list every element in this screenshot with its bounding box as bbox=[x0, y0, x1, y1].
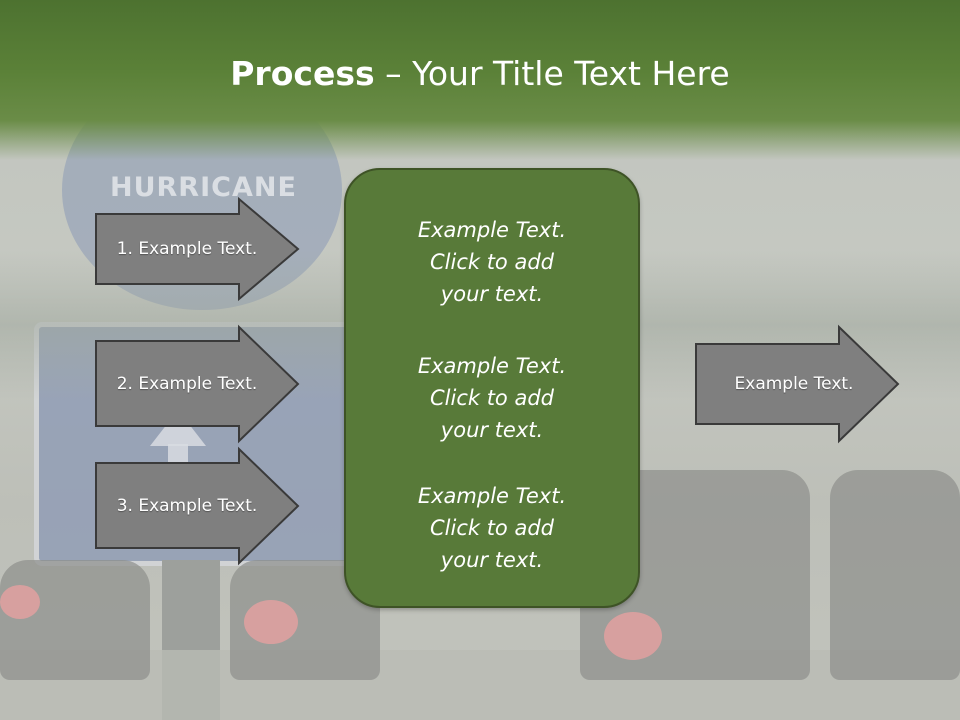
slide-title-bold: Process bbox=[230, 54, 375, 93]
slide-title[interactable]: Process – Your Title Text Here bbox=[0, 52, 960, 96]
panel-block-2-line3: your text. bbox=[440, 418, 544, 442]
background-tail-light bbox=[0, 585, 40, 619]
panel-block-1-line1: Example Text. bbox=[417, 218, 567, 242]
left-arrow-3[interactable]: 3. Example Text. bbox=[95, 446, 300, 566]
panel-block-3: Example Text. Click to add your text. bbox=[346, 480, 638, 576]
panel-block-3-line1: Example Text. bbox=[417, 484, 567, 508]
panel-block-1-line2: Click to add bbox=[429, 250, 554, 274]
left-arrow-3-label: 3. Example Text. bbox=[116, 496, 258, 516]
background-tail-light bbox=[244, 600, 298, 644]
panel-block-2: Example Text. Click to add your text. bbox=[346, 350, 638, 446]
right-arrow[interactable]: Example Text. bbox=[695, 324, 900, 444]
panel-block-2-line2: Click to add bbox=[429, 386, 554, 410]
background-car bbox=[830, 470, 960, 680]
left-arrow-3-shape bbox=[95, 446, 300, 566]
right-arrow-shape bbox=[695, 324, 900, 444]
left-arrow-2-shape bbox=[95, 324, 300, 444]
title-band bbox=[0, 0, 960, 160]
left-arrow-2-label: 2. Example Text. bbox=[116, 374, 258, 394]
background-car bbox=[0, 560, 150, 680]
left-arrow-1-shape bbox=[95, 196, 300, 302]
panel-block-3-line3: your text. bbox=[440, 548, 544, 572]
slide-title-rest: – Your Title Text Here bbox=[374, 54, 730, 93]
panel-block-3-line2: Click to add bbox=[429, 516, 554, 540]
left-arrow-1[interactable]: 1. Example Text. bbox=[95, 196, 300, 302]
background-tail-light bbox=[604, 612, 662, 660]
center-panel[interactable]: Example Text. Click to add your text. Ex… bbox=[344, 168, 640, 608]
panel-block-2-line1: Example Text. bbox=[417, 354, 567, 378]
panel-block-1-line3: your text. bbox=[440, 282, 544, 306]
right-arrow-label: Example Text. bbox=[734, 374, 854, 394]
left-arrow-1-label: 1. Example Text. bbox=[116, 239, 258, 259]
panel-block-1: Example Text. Click to add your text. bbox=[346, 214, 638, 310]
background-sign-text: HURRICANE bbox=[110, 172, 297, 203]
left-arrow-2[interactable]: 2. Example Text. bbox=[95, 324, 300, 444]
